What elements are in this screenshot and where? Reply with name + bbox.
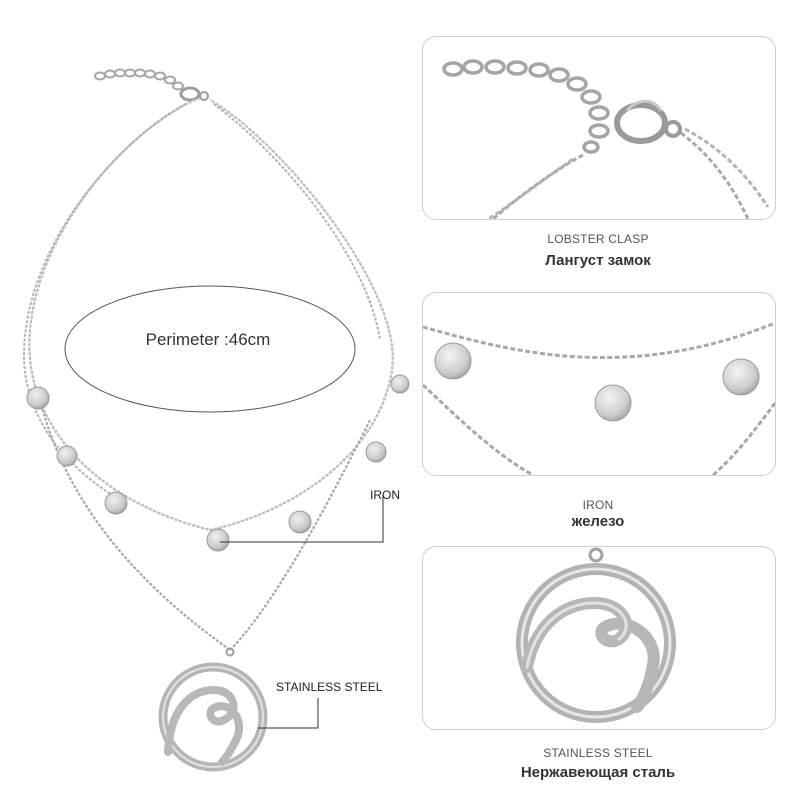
detail-panel-iron	[422, 292, 776, 476]
wave-pendant	[158, 647, 268, 772]
perimeter-ellipse	[64, 285, 356, 413]
lobster-clasp	[179, 86, 209, 102]
iron-coins-closeup	[423, 321, 775, 475]
caption-en-steel: STAINLESS STEEL	[543, 746, 653, 760]
caption-ru-iron: железо	[571, 513, 625, 530]
main-necklace-photo: Perimeter :46cm IRON STAINLESS STEEL	[22, 68, 410, 772]
caption-ru-steel: Нержавеющая сталь	[520, 764, 676, 781]
caption-ru-clasp: Лангуст замок	[545, 252, 651, 269]
iron-callout-label: IRON	[370, 488, 400, 502]
perimeter-label: Perimeter :46cm	[145, 330, 271, 349]
extension-chain	[94, 68, 184, 91]
caption-en-iron: IRON	[582, 498, 614, 512]
necklace-illustration	[22, 68, 410, 772]
clasp-closeup-lobster	[614, 99, 682, 144]
clasp-closeup	[442, 59, 770, 219]
steel-callout-label: STAINLESS STEEL	[276, 680, 383, 694]
iron-callout-line	[220, 495, 384, 543]
pendant-closeup	[516, 547, 676, 723]
iron-coins	[434, 342, 760, 422]
coin-charms	[26, 374, 410, 552]
steel-callout-line	[258, 698, 319, 729]
caption-en-clasp: LOBSTER CLASP	[547, 232, 649, 246]
detail-panel-clasp	[422, 36, 776, 220]
detail-panel-steel	[422, 546, 776, 730]
lower-chain-strand	[38, 399, 371, 651]
